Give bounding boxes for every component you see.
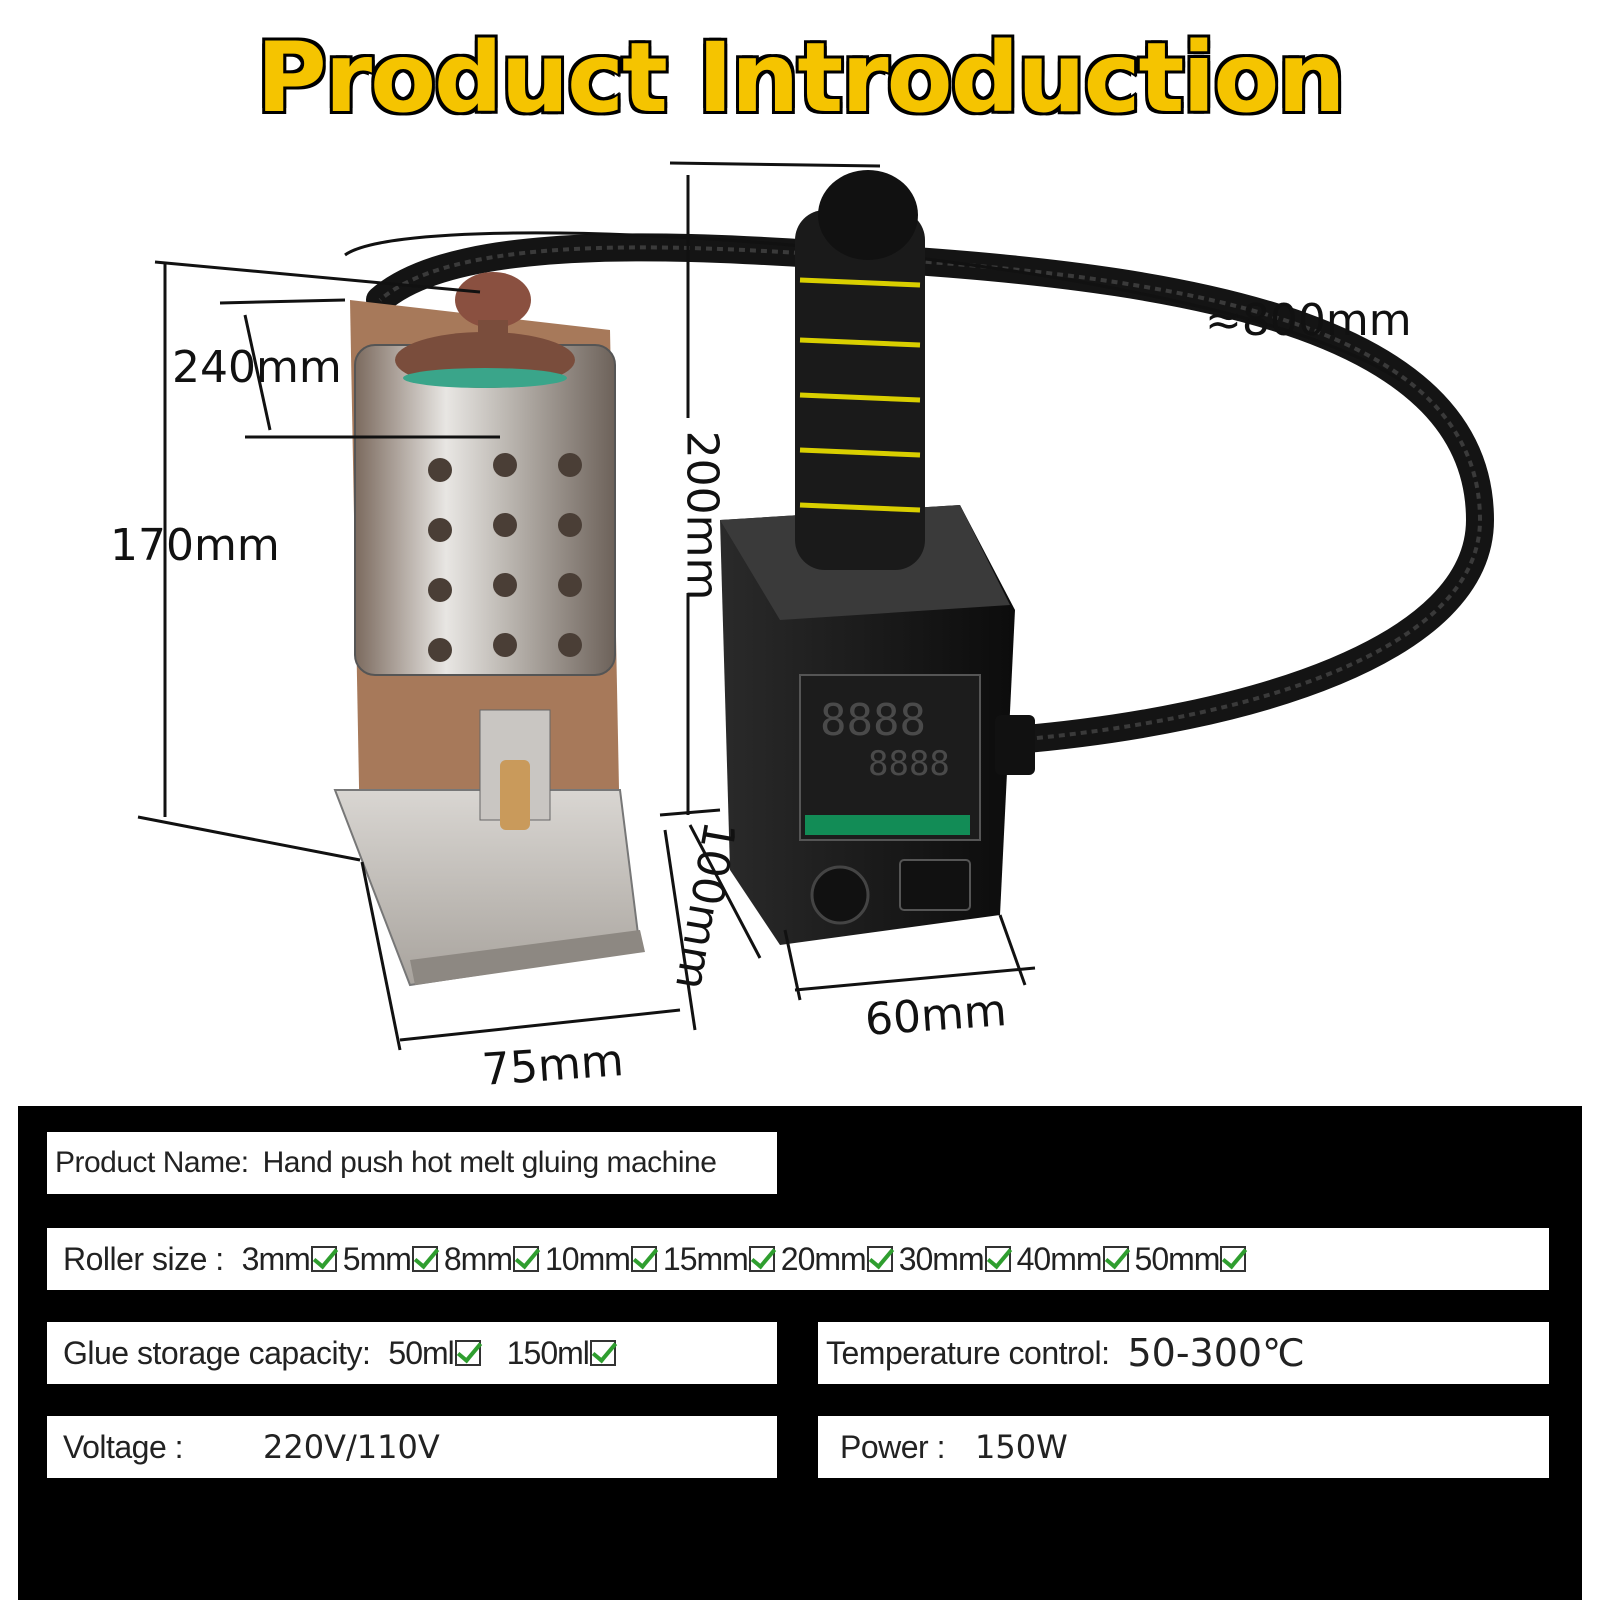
checkbox-checked-icon <box>866 1246 893 1272</box>
power-label: Power : <box>840 1428 945 1465</box>
checkbox-checked-icon <box>984 1246 1011 1272</box>
option-item: 8mm <box>444 1241 545 1278</box>
width-left-label: 240mm <box>172 342 342 393</box>
glue-capacity-options: 50ml 150ml <box>388 1335 642 1372</box>
product-name-label: Product Name: <box>55 1146 249 1179</box>
checkbox-checked-icon <box>411 1246 438 1272</box>
option-label: 5mm <box>342 1240 412 1277</box>
checkbox-checked-icon <box>748 1246 775 1272</box>
checkbox-checked-icon <box>1220 1246 1247 1272</box>
option-label: 3mm <box>241 1240 311 1277</box>
option-label: 8mm <box>443 1240 513 1277</box>
option-label: 50mm <box>1134 1240 1221 1277</box>
temperature-row: Temperature control: 50-300℃ <box>818 1322 1549 1384</box>
option-label: 40mm <box>1016 1240 1103 1277</box>
option-item: 50ml <box>388 1335 486 1372</box>
voltage-label: Voltage : <box>63 1428 184 1465</box>
roller-size-label: Roller size : <box>63 1240 224 1277</box>
height-left-label: 170mm <box>110 520 280 571</box>
option-item: 3mm <box>242 1241 343 1278</box>
checkbox-checked-icon <box>512 1246 539 1272</box>
checkbox-checked-icon <box>630 1246 657 1272</box>
temperature-label: Temperature control: <box>826 1334 1110 1371</box>
svg-text:8888: 8888 <box>820 695 926 746</box>
height-handle-label: 200mm <box>676 430 728 601</box>
product-name-value: Hand push hot melt gluing machine <box>262 1146 717 1179</box>
voltage-value: 220V/110V <box>263 1428 440 1466</box>
checkbox-checked-icon <box>589 1340 616 1366</box>
roller-size-options: 3mm 5mm 8mm 10mm 15mm 20mm 30mm 40mm 50mm <box>242 1241 1253 1278</box>
product-illustration: 8888 8888 <box>137 161 1495 1051</box>
option-item: 15mm <box>663 1241 781 1278</box>
checkbox-checked-icon <box>1102 1246 1129 1272</box>
hose-length-label: ≈800mm <box>1205 295 1412 346</box>
glue-capacity-row: Glue storage capacity: 50ml 150ml <box>47 1322 777 1384</box>
option-item: 5mm <box>343 1241 444 1278</box>
option-item: 20mm <box>781 1241 899 1278</box>
temperature-value: 50-300℃ <box>1127 1331 1305 1375</box>
checkbox-checked-icon <box>310 1246 337 1272</box>
width-base-label: 75mm <box>480 1035 626 1096</box>
option-item: 150ml <box>507 1335 622 1372</box>
option-label: 50ml <box>388 1334 454 1371</box>
option-item: 50mm <box>1135 1241 1253 1278</box>
roller-size-row: Roller size : 3mm 5mm 8mm 10mm 15mm 20mm 30mm 4… <box>47 1228 1549 1290</box>
option-item: 30mm <box>899 1241 1017 1278</box>
power-value: 150W <box>974 1428 1068 1466</box>
checkbox-checked-icon <box>454 1340 481 1366</box>
option-label: 10mm <box>544 1240 631 1277</box>
option-label: 15mm <box>662 1240 749 1277</box>
svg-text:8888: 8888 <box>868 744 950 784</box>
glue-capacity-label: Glue storage capacity: <box>63 1334 371 1371</box>
voltage-row: Voltage : 220V/110V <box>47 1416 777 1478</box>
hose <box>366 233 1495 754</box>
product-name-row: Product Name: Hand push hot melt gluing … <box>47 1132 777 1194</box>
power-row: Power : 150W <box>818 1416 1549 1478</box>
width-box-label: 60mm <box>863 985 1009 1046</box>
option-label: 20mm <box>780 1240 867 1277</box>
option-item: 40mm <box>1017 1241 1135 1278</box>
option-label: 30mm <box>898 1240 985 1277</box>
option-label: 150ml <box>506 1334 590 1371</box>
option-item: 10mm <box>545 1241 663 1278</box>
page-title: Product Introduction <box>254 20 1347 136</box>
